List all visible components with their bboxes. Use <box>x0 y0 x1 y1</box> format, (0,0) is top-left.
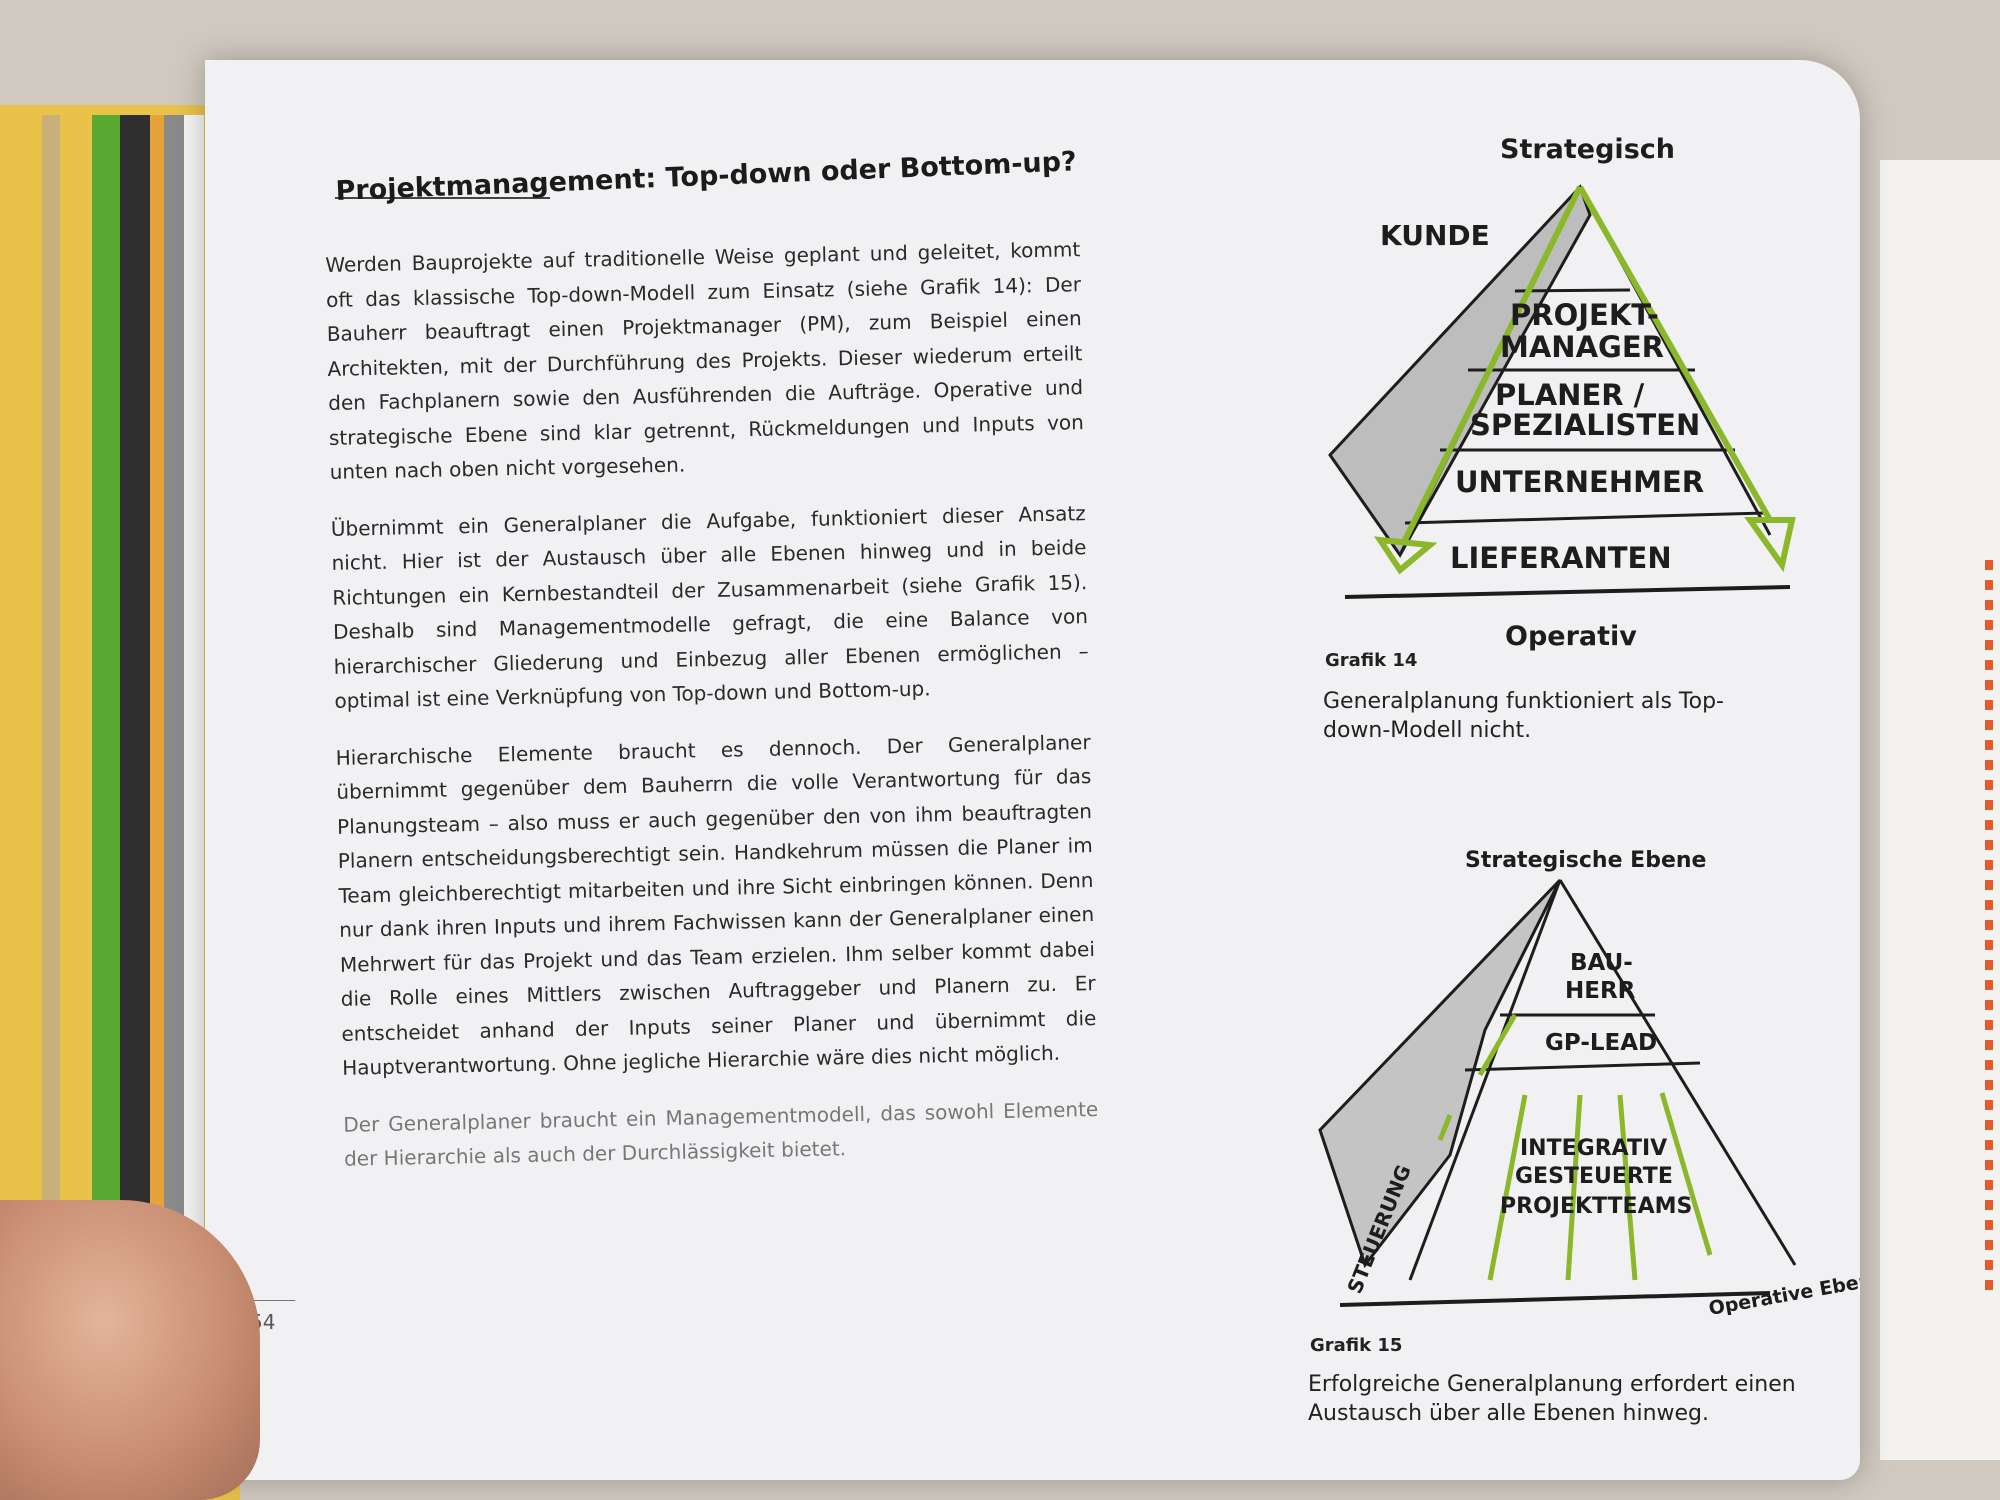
top-down-arrow-left <box>1402 185 1583 542</box>
fig14-bottom-label: Operativ <box>1505 621 1637 652</box>
page-stack-green <box>92 115 120 1295</box>
book-page <box>205 60 1860 1480</box>
level-line-1 <box>1514 288 1631 293</box>
fig14-level-2b: SPEZIALISTEN <box>1470 408 1700 442</box>
page-stack-edge <box>42 115 60 1295</box>
up-arrow-icon <box>1437 1114 1453 1141</box>
fig15-caption-title: Grafik 15 <box>1310 1335 1403 1356</box>
page-stack-grey <box>164 115 184 1295</box>
arrow-head-right-icon <box>1744 517 1796 573</box>
control-band <box>1318 878 1562 1269</box>
hand-thumb <box>0 1200 260 1500</box>
fig15-top-label: Strategische Ebene <box>1465 848 1706 873</box>
pyramid-base-2 <box>1339 1291 1771 1307</box>
pyramid-base <box>1344 585 1791 599</box>
fig14-level-1b: MANAGER <box>1500 330 1664 364</box>
fig14-side-label: KUNDE <box>1380 219 1490 252</box>
paragraph-2: Übernimmt ein Generalplaner die Aufgabe,… <box>330 500 1089 713</box>
dashed-border <box>1985 560 1993 1300</box>
level-line-4 <box>1404 511 1766 525</box>
page-stack-orange <box>150 115 164 1295</box>
fig14-caption: Generalplanung funktioniert als Top-down… <box>1323 689 1724 743</box>
fig14-level-3: UNTERNEHMER <box>1455 465 1704 499</box>
body-text: Werden Bauprojekte auf traditionelle Wei… <box>325 232 1100 1198</box>
page-number-rule <box>250 1300 295 1301</box>
fig15-level-line-2 <box>1464 1061 1701 1072</box>
page-stack-white <box>184 115 204 1295</box>
paragraph-1: Werden Bauprojekte auf traditionelle Wei… <box>325 237 1085 484</box>
paragraph-4: Der Generalplaner braucht ein Management… <box>343 1096 1099 1171</box>
fig14-top-label: Strategisch <box>1500 134 1675 165</box>
pyramid-right-edge-2 <box>1558 879 1797 1266</box>
fig14-level-4: LIEFERANTEN <box>1450 541 1672 575</box>
fig15-level-1b: HERR <box>1565 978 1636 1004</box>
fig14-level-1a: PROJEKT- <box>1510 298 1659 332</box>
figure-15-diagram: Strategische Ebene BAU- HERR GP-LEAD INT… <box>1318 848 1860 1315</box>
top-down-arrow-right <box>1577 185 1773 522</box>
page-stack-dark <box>120 115 150 1295</box>
fig15-level-3b: GESTEUERTE <box>1515 1164 1673 1189</box>
exchange-arrow-2 <box>1565 1094 1583 1281</box>
figure-14-diagram: Strategisch KUNDE PROJEKT- MANAGER PLANE… <box>1328 134 1796 652</box>
fig14-caption-title: Grafik 14 <box>1325 650 1418 671</box>
fig15-level-3c: PROJEKTTEAMS <box>1500 1194 1692 1219</box>
fig15-level-1a: BAU- <box>1570 950 1633 976</box>
fig15-caption: Erfolgreiche Generalplanung erfordert ei… <box>1308 1372 1796 1426</box>
exchange-arrow-4 <box>1659 1092 1713 1256</box>
fig15-level-3a: INTEGRATIV <box>1520 1136 1667 1161</box>
paragraph-3: Hierarchische Elemente braucht es dennoc… <box>335 729 1097 1080</box>
pyramid-left-edge-2 <box>1408 879 1562 1281</box>
arrow-head-left-icon <box>1373 536 1438 575</box>
fig15-level-2: GP-LEAD <box>1545 1030 1657 1056</box>
next-page-edge <box>1880 160 2000 1460</box>
exchange-arrow-3 <box>1617 1094 1638 1281</box>
heading-rule <box>335 197 550 199</box>
fig15-bottom-label: Operative Ebene <box>1707 1267 1860 1315</box>
exchange-arrow-1 <box>1487 1094 1528 1281</box>
down-arrow-icon <box>1477 1013 1518 1077</box>
fig14-level-2a: PLANER / <box>1495 378 1645 412</box>
